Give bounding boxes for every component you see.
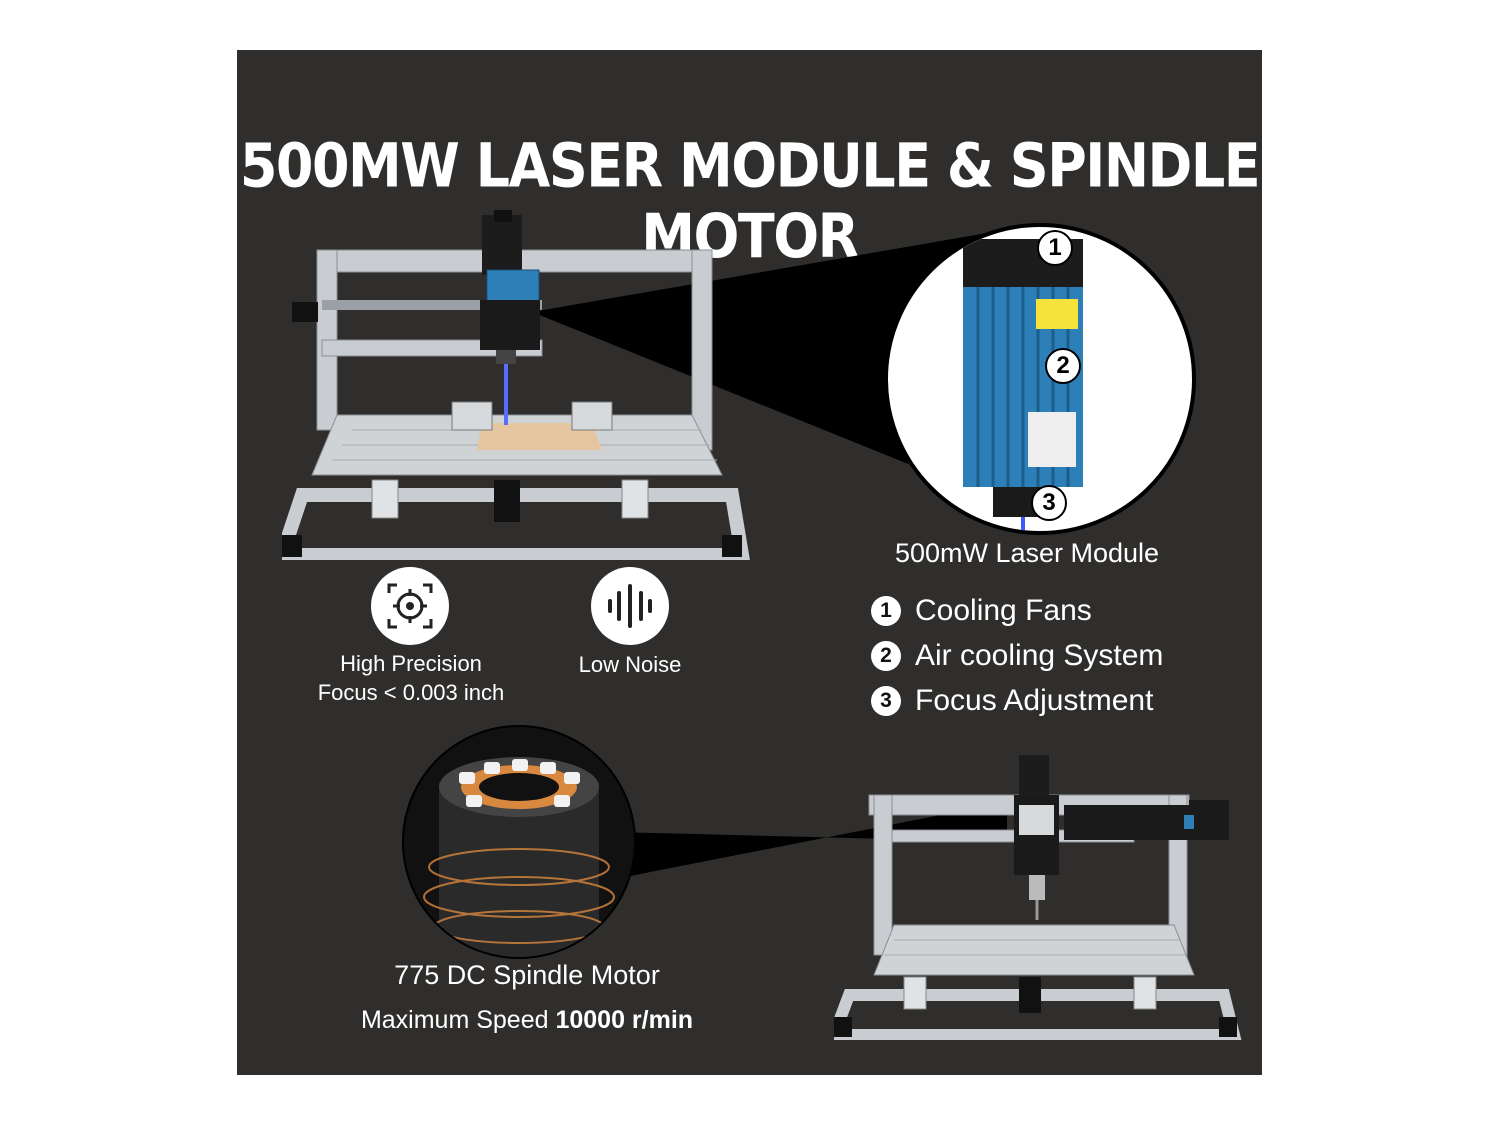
number-badge: 3	[871, 686, 901, 716]
list-item-label: Air cooling System	[915, 639, 1164, 672]
target-icon	[371, 567, 449, 645]
marker-2: 2	[1045, 348, 1081, 384]
product-panel: 500MW LASER MODULE & SPINDLE MOTOR	[237, 50, 1262, 1075]
list-item-focus-adjustment: 3 Focus Adjustment	[871, 684, 1153, 718]
number-badge: 1	[871, 596, 901, 626]
list-item-air-cooling: 2 Air cooling System	[871, 639, 1163, 673]
marker-1: 1	[1037, 230, 1073, 266]
spindle-motor-caption: 775 DC Spindle Motor	[394, 960, 660, 990]
laser-module-image	[963, 239, 1083, 531]
spindle-motor-zoom-circle	[402, 725, 636, 959]
spindle-stator-image	[423, 757, 615, 957]
marker-3: 3	[1031, 485, 1067, 521]
laser-module-caption: 500mW Laser Module	[894, 538, 1160, 568]
spindle-speed-text: Maximum Speed 10000 r/min	[360, 1006, 694, 1034]
cnc-spindle-machine-image	[834, 755, 1242, 1040]
cnc-laser-machine-image	[282, 210, 750, 560]
list-item-label: Cooling Fans	[915, 594, 1092, 627]
list-item-cooling-fans: 1 Cooling Fans	[871, 594, 1092, 628]
feature-low-noise-label: Low Noise	[578, 652, 682, 677]
feature-high-precision-label: High Precision Focus < 0.003 inch	[317, 651, 505, 705]
list-item-label: Focus Adjustment	[915, 684, 1154, 717]
number-badge: 2	[871, 641, 901, 671]
sound-wave-icon	[591, 567, 669, 645]
page-title: 500MW LASER MODULE & SPINDLE MOTOR	[239, 130, 1261, 272]
